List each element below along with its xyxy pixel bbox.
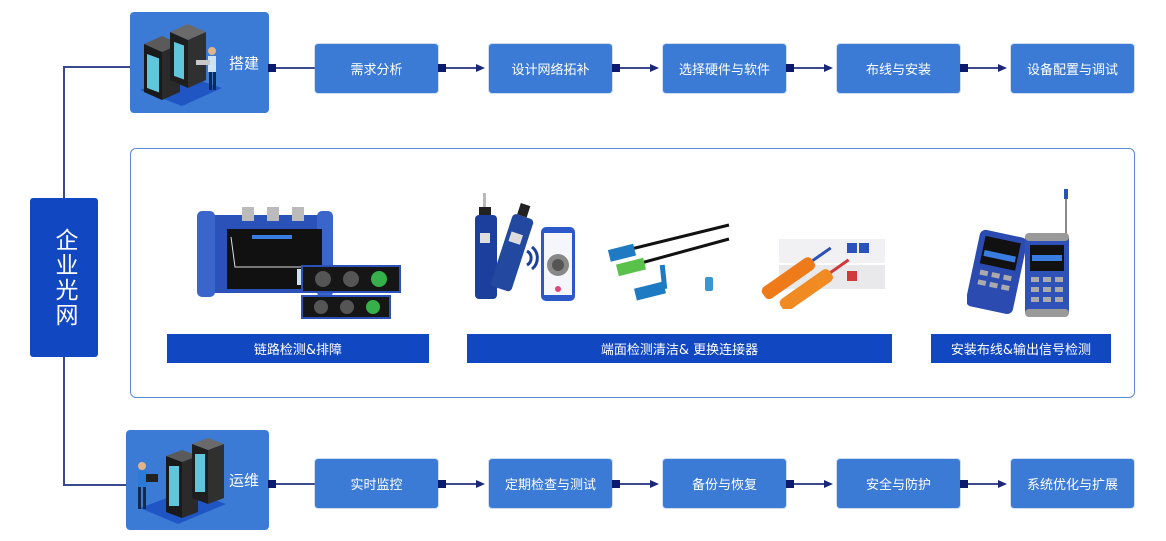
build-connector-line <box>276 67 316 69</box>
connector-knob <box>960 64 968 72</box>
fiber-connectors-image <box>607 223 730 301</box>
build-step-3[interactable]: 选择硬件与软件 <box>663 44 786 93</box>
build-connector-knob <box>268 64 276 72</box>
connector-line <box>968 483 1000 485</box>
otdr-tester-image <box>197 207 401 319</box>
connector-line <box>794 483 826 485</box>
ops-step-5[interactable]: 系统优化与扩展 <box>1011 459 1134 508</box>
arrow-right-icon <box>824 480 833 488</box>
arrow-right-icon <box>998 64 1007 72</box>
arrow-right-icon <box>998 480 1007 488</box>
arrow-right-icon <box>650 64 659 72</box>
ops-node[interactable]: 运维 <box>126 430 269 530</box>
tools-panel: 链路检测&排障 <box>130 148 1135 398</box>
tool-caption-link-testing: 链路检测&排障 <box>167 334 429 363</box>
ops-label: 运维 <box>228 471 259 490</box>
connector-line <box>446 67 478 69</box>
connector-line <box>968 67 1000 69</box>
connector-knob <box>612 480 620 488</box>
inspection-probe-phone-image <box>475 193 575 301</box>
enterprise-fiber-network-node[interactable]: 企业光网 <box>30 198 98 357</box>
connector-line <box>620 67 652 69</box>
ops-step-1[interactable]: 实时监控 <box>315 459 438 508</box>
server-rack-with-engineer-laptop-icon <box>138 438 226 524</box>
build-node[interactable]: 搭建 <box>130 12 269 113</box>
build-step-2[interactable]: 设计网络拓补 <box>489 44 612 93</box>
handheld-signal-meter-image <box>967 189 1069 317</box>
connector-line <box>620 483 652 485</box>
tool-caption-endface-cleaning: 端面检测清洁& 更换连接器 <box>467 334 892 363</box>
connector-line <box>794 67 826 69</box>
arrow-right-icon <box>824 64 833 72</box>
arrow-right-icon <box>476 64 485 72</box>
connector-knob <box>612 64 620 72</box>
connector-knob <box>786 64 794 72</box>
fiber-cleaners-image <box>761 239 885 309</box>
root-label: 企业光网 <box>51 227 77 328</box>
connector-line <box>446 483 478 485</box>
ops-connector-knob <box>268 480 276 488</box>
build-step-5[interactable]: 设备配置与调试 <box>1011 44 1134 93</box>
tool-caption-install-signal-testing: 安装布线&输出信号检测 <box>931 334 1111 363</box>
arrow-right-icon <box>650 480 659 488</box>
connector-knob <box>786 480 794 488</box>
arrow-right-icon <box>476 480 485 488</box>
ops-step-2[interactable]: 定期检查与测试 <box>489 459 612 508</box>
trunk-to-build-line <box>63 66 131 68</box>
build-step-1[interactable]: 需求分析 <box>315 44 438 93</box>
connector-knob <box>438 480 446 488</box>
ops-step-3[interactable]: 备份与恢复 <box>663 459 786 508</box>
connector-knob <box>438 64 446 72</box>
server-rack-with-technician-icon <box>140 24 222 106</box>
connector-knob <box>960 480 968 488</box>
trunk-to-ops-line <box>63 484 127 486</box>
ops-step-4[interactable]: 安全与防护 <box>837 459 960 508</box>
ops-connector-line <box>276 483 316 485</box>
build-label: 搭建 <box>228 54 259 72</box>
build-step-4[interactable]: 布线与安装 <box>837 44 960 93</box>
